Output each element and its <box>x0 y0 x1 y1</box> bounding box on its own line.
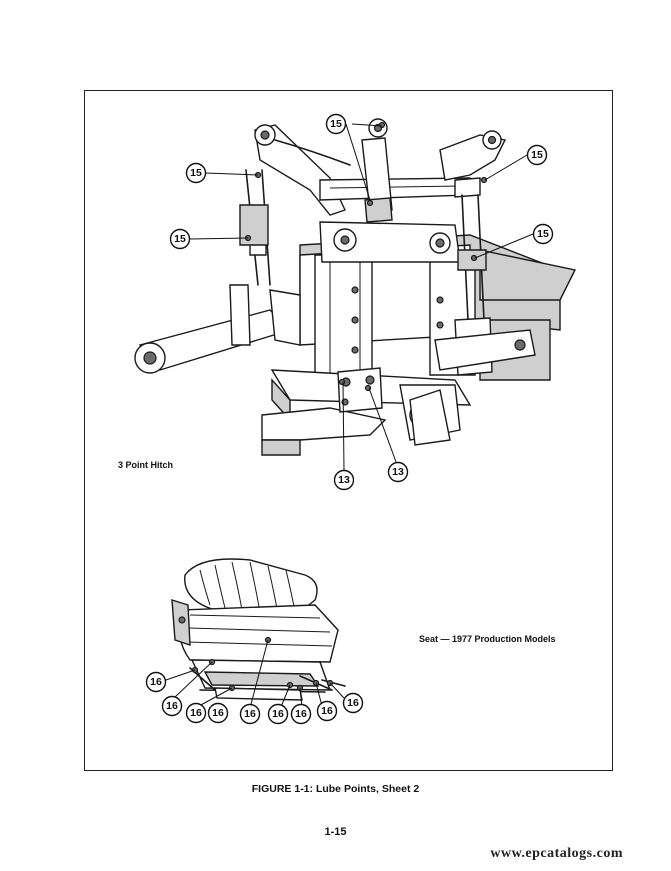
callout-16-h: 16 <box>316 700 338 722</box>
callout-16-a: 16 <box>145 671 167 693</box>
callout-16-d: 16 <box>207 702 229 724</box>
callout-15-left-turnbuckle: 15 <box>169 228 191 250</box>
callout-15-right-lift-link: 15 <box>532 223 554 245</box>
seat-label: Seat — 1977 Production Models <box>419 634 556 644</box>
svg-text:16: 16 <box>321 705 333 717</box>
svg-text:16: 16 <box>244 708 256 720</box>
svg-text:16: 16 <box>166 700 178 712</box>
svg-text:13: 13 <box>392 466 404 478</box>
callout-16-e: 16 <box>239 703 261 725</box>
callout-13-right: 13 <box>387 461 409 483</box>
callout-16-f: 16 <box>267 703 289 725</box>
callout-16-b: 16 <box>161 695 183 717</box>
seat-illustration <box>171 558 346 701</box>
svg-text:13: 13 <box>338 474 350 486</box>
page-number: 1-15 <box>324 826 347 838</box>
callout-16-c: 16 <box>185 702 207 724</box>
svg-text:15: 15 <box>537 228 549 240</box>
svg-text:15: 15 <box>330 118 342 130</box>
hitch-illustration <box>134 118 577 456</box>
callout-leaders <box>165 123 534 709</box>
callout-16-g: 16 <box>290 703 312 725</box>
figure-caption: FIGURE 1-1: Lube Points, Sheet 2 <box>251 783 420 795</box>
svg-text:16: 16 <box>347 697 359 709</box>
watermark: www.epcatalogs.com <box>490 846 623 861</box>
svg-text:16: 16 <box>295 708 307 720</box>
svg-text:15: 15 <box>174 233 186 245</box>
svg-text:16: 16 <box>272 708 284 720</box>
figure-frame <box>84 90 613 771</box>
svg-text:16: 16 <box>212 707 224 719</box>
callout-15-left-upper: 15 <box>185 162 207 184</box>
callout-15-top-link: 15 <box>325 113 347 135</box>
hitch-label: 3 Point Hitch <box>118 460 174 470</box>
callout-15-right-upper: 15 <box>526 144 548 166</box>
svg-text:15: 15 <box>531 149 543 161</box>
callout-16-i: 16 <box>342 692 364 714</box>
svg-text:16: 16 <box>150 676 162 688</box>
svg-text:16: 16 <box>190 707 202 719</box>
callout-13-left: 13 <box>333 469 355 491</box>
svg-text:15: 15 <box>190 167 202 179</box>
